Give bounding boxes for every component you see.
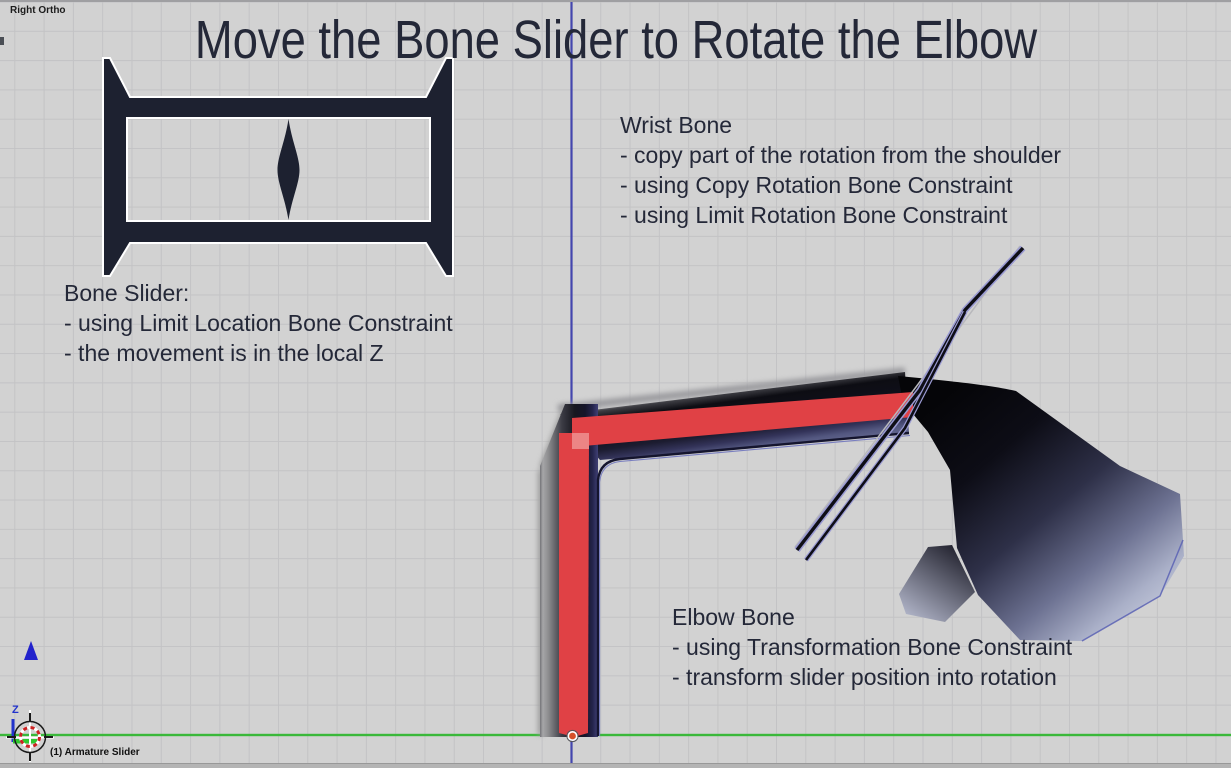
bone-head-overlap: [572, 433, 589, 449]
annotation-wrist-bone: Wrist Bone - copy part of the rotation f…: [620, 110, 1061, 230]
annotation-heading: Wrist Bone: [620, 112, 733, 138]
arm-inner-edge-dark: [596, 431, 910, 736]
annotation-bone-slider: Bone Slider: - using Limit Location Bone…: [64, 278, 453, 368]
annotation-elbow-bone: Elbow Bone - using Transformation Bone C…: [672, 602, 1072, 692]
view-name-label: Right Ortho: [10, 5, 66, 16]
cursor-inner-circle-red: [19, 726, 41, 748]
annotation-line: - the movement is in the local Z: [64, 340, 384, 366]
shoulder-stub-mesh: [899, 545, 975, 622]
z-axis-label: Z: [12, 704, 19, 716]
bone-tail-outer-ring: [566, 729, 579, 743]
active-object-label: (1) Armature Slider: [50, 747, 140, 758]
panel-collapse-notch[interactable]: [0, 37, 4, 45]
slider-frame: [102, 57, 454, 277]
slider-target-bone-red[interactable]: [559, 433, 589, 737]
page-title: Move the Bone Slider to Rotate the Elbow: [194, 10, 1037, 70]
wrist-bone-wireframe[interactable]: [794, 245, 1026, 562]
y-axis-grid-line: [0, 733, 1231, 737]
slider-bone-lens[interactable]: [277, 119, 300, 220]
annotation-line: - using Limit Rotation Bone Constraint: [620, 202, 1008, 228]
shoulder-rim-edge: [1081, 539, 1184, 642]
local-z-axis-bar: [11, 719, 15, 742]
wrist-bone-strand-b: [804, 311, 967, 561]
window-top-edge: [0, 0, 1231, 2]
annotation-line: - copy part of the rotation from the sho…: [620, 142, 1062, 168]
elbow-bone-red[interactable]: [572, 392, 913, 447]
armature-origin-cone[interactable]: [24, 641, 38, 660]
local-y-axis-bar: [13, 739, 37, 744]
arm-inner-edge-light: [599, 434, 911, 736]
shoulder-mesh: [898, 376, 1184, 641]
viewport-bottom-edge: [0, 763, 1231, 768]
cursor-outer-circle: [13, 720, 47, 754]
annotation-heading: Bone Slider:: [64, 280, 190, 306]
wrist-bone-strand-a: [795, 246, 1025, 552]
annotation-heading: Elbow Bone: [672, 604, 795, 630]
bone-slider-graphic: [102, 57, 454, 277]
annotation-line: - using Transformation Bone Constraint: [672, 634, 1073, 660]
bone-tail-point[interactable]: [567, 730, 578, 741]
z-axis-grid-line: [570, 0, 573, 768]
arm-top-halo: [557, 367, 906, 412]
annotation-line: - using Copy Rotation Bone Constraint: [620, 172, 1013, 198]
annotation-line: - transform slider position into rotatio…: [672, 664, 1057, 690]
cursor-3d: [6, 710, 54, 762]
annotation-line: - using Limit Location Bone Constraint: [64, 310, 453, 336]
